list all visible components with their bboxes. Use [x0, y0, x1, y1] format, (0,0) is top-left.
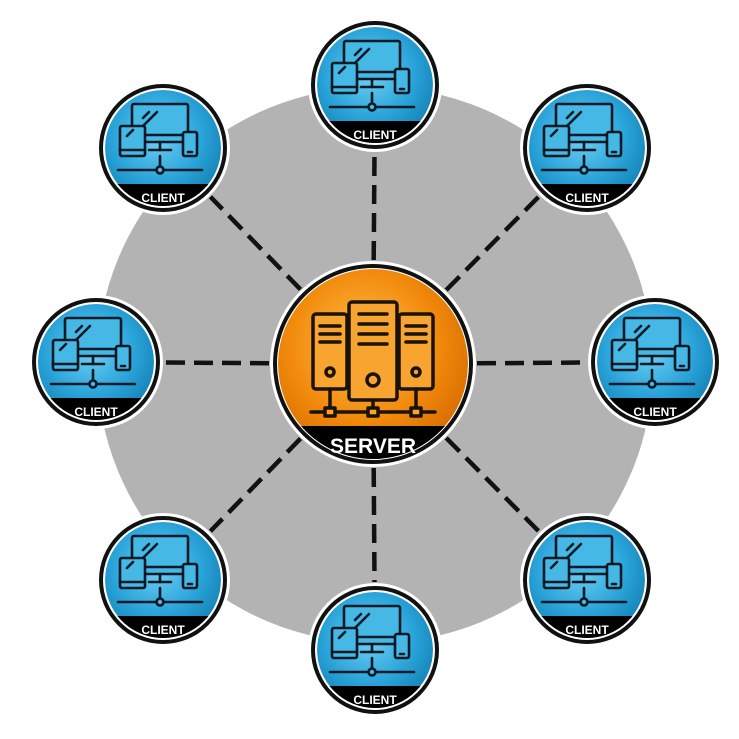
- client-nodes: CLIENT CLIENT CLIENT CLIENT CLIENT CLIENT CLIE…: [29, 18, 722, 717]
- devices-icon: [116, 102, 204, 175]
- client-label: CLIENT: [74, 405, 118, 419]
- client-label: CLIENT: [633, 405, 677, 419]
- client-node-4: CLIENT: [520, 513, 654, 647]
- client-node-1: CLIENT: [308, 18, 442, 152]
- devices-icon: [540, 102, 628, 175]
- client-label: CLIENT: [565, 623, 609, 637]
- connector-line: [444, 436, 541, 534]
- connector-line: [476, 360, 588, 366]
- connector-lines: [163, 152, 588, 583]
- devices-icon: [116, 534, 204, 607]
- devices-icon: [49, 316, 137, 389]
- client-node-5: CLIENT: [308, 583, 442, 717]
- client-node-8: CLIENT: [96, 81, 230, 215]
- server-label: SERVER: [330, 435, 416, 458]
- server-rack-icon: [309, 300, 437, 418]
- server-node: SERVER: [270, 261, 476, 467]
- client-node-6: CLIENT: [96, 513, 230, 647]
- connector-line: [163, 360, 270, 366]
- client-label: CLIENT: [141, 623, 185, 637]
- client-node-7: CLIENT: [29, 295, 163, 429]
- client-label: CLIENT: [141, 191, 185, 205]
- devices-icon: [328, 604, 416, 677]
- connector-line: [444, 194, 541, 292]
- connector-line: [371, 152, 377, 261]
- client-label: CLIENT: [565, 191, 609, 205]
- client-node-2: CLIENT: [520, 81, 654, 215]
- client-label: CLIENT: [353, 128, 397, 142]
- connector-line: [371, 467, 377, 583]
- client-node-3: CLIENT: [588, 295, 722, 429]
- connector-line: [208, 437, 303, 533]
- devices-icon: [328, 39, 416, 112]
- connector-line: [208, 195, 303, 291]
- client-label: CLIENT: [353, 693, 397, 707]
- devices-icon: [540, 534, 628, 607]
- devices-icon: [608, 316, 696, 389]
